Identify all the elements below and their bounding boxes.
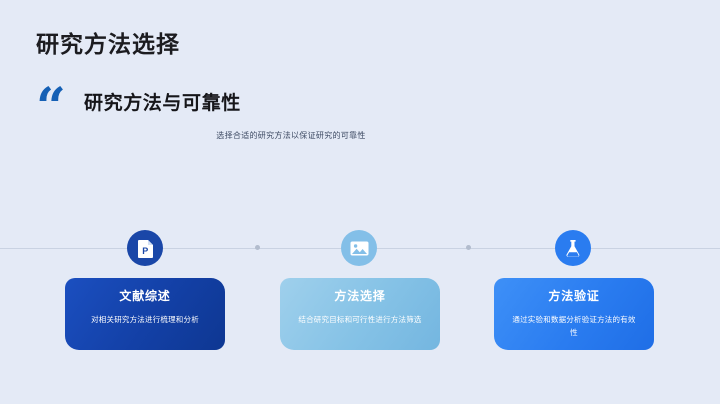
step-card-description: 结合研究目标和可行性进行方法筛选 [298, 315, 422, 324]
step-card-2[interactable]: 方法选择 结合研究目标和可行性进行方法筛选 [280, 278, 440, 350]
quote-block: “ 研究方法与可靠性 选择合适的研究方法以保证研究的可靠性 [36, 77, 676, 158]
page-title: 研究方法选择 [36, 31, 180, 57]
step-icon-bubble-2[interactable] [341, 230, 377, 266]
image-picture-icon [350, 240, 369, 257]
step-card-description: 对相关研究方法进行梳理和分析 [91, 315, 199, 324]
step-icon-bubble-1[interactable]: P [127, 230, 163, 266]
step-icon-bubble-3[interactable] [555, 230, 591, 266]
step-card-title: 方法验证 [548, 289, 600, 303]
timeline-dot [466, 245, 471, 250]
step-card-title: 文献综述 [119, 289, 171, 303]
quote-heading: 研究方法与可靠性 [84, 93, 241, 114]
step-card-3[interactable]: 方法验证 通过实验和数据分析验证方法的有效性 [494, 278, 654, 350]
document-file-icon: P [137, 239, 154, 258]
quote-mark-icon: “ [36, 77, 67, 138]
flask-beaker-icon [564, 239, 582, 258]
svg-text:P: P [142, 246, 148, 256]
step-card-title: 方法选择 [334, 289, 386, 303]
quote-subtitle: 选择合适的研究方法以保证研究的可靠性 [216, 131, 366, 140]
timeline-dot [255, 245, 260, 250]
step-card-description: 通过实验和数据分析验证方法的有效性 [512, 315, 636, 337]
step-card-1[interactable]: 文献综述 对相关研究方法进行梳理和分析 [65, 278, 225, 350]
